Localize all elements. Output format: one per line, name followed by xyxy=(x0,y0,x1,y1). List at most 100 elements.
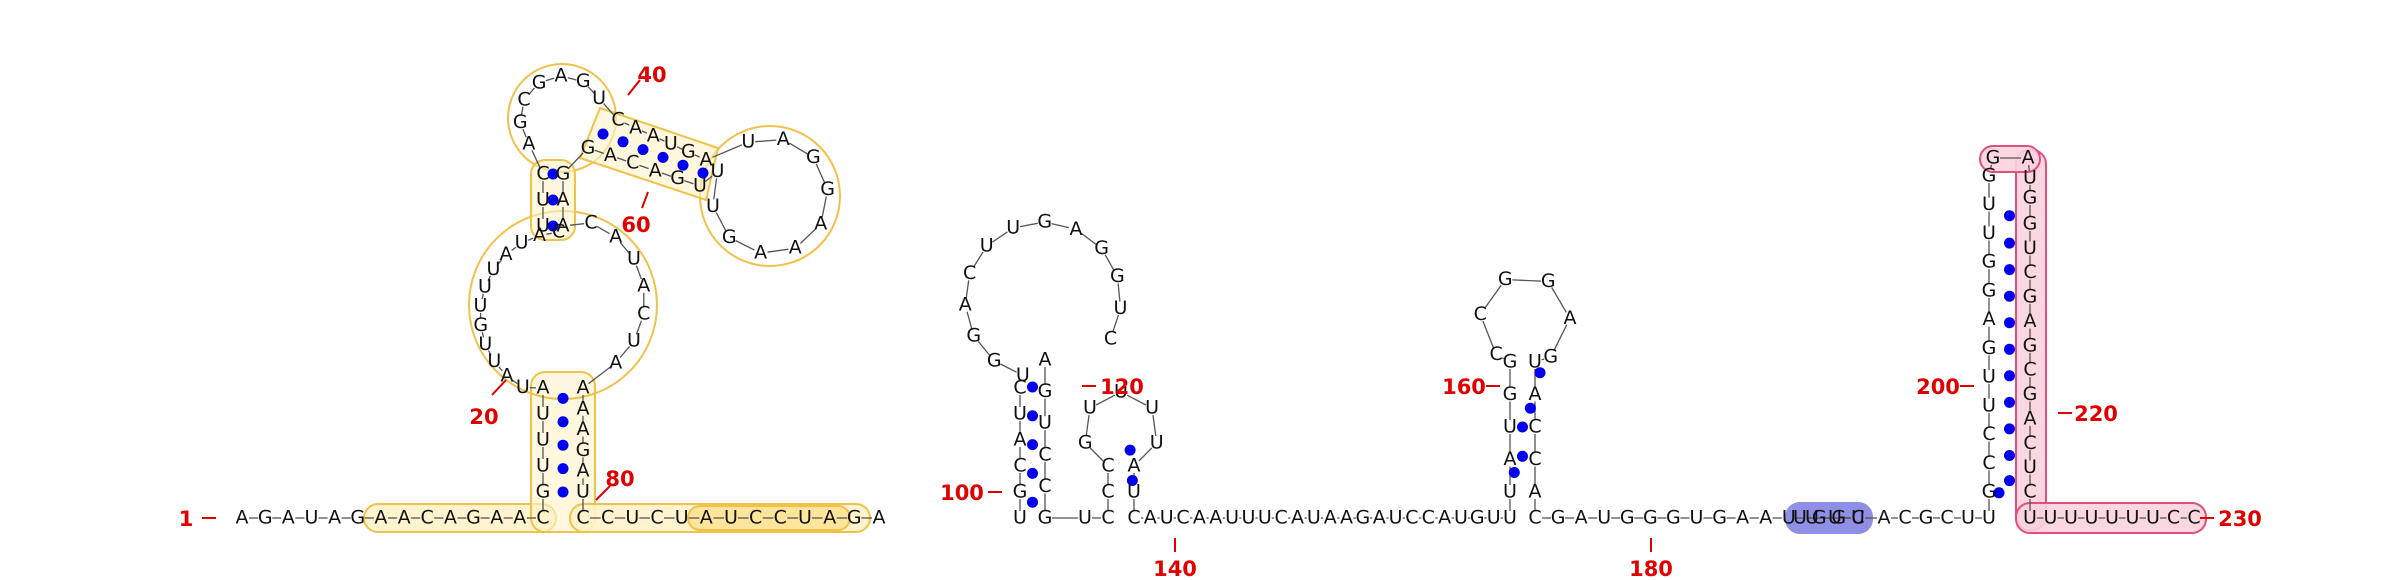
nucleotide-195: C xyxy=(1982,452,1995,474)
backbone-link xyxy=(1085,415,1090,437)
nucleotide-135: U xyxy=(1225,507,1239,529)
backbone-link xyxy=(735,239,755,251)
nucleotide-164: U xyxy=(1528,351,1542,373)
nucleotide-40: G xyxy=(576,70,591,92)
backbone-link xyxy=(1138,447,1153,462)
nucleotide-117: G xyxy=(1038,507,1053,529)
base-pair-dot xyxy=(547,220,559,232)
base-pairs xyxy=(547,128,2015,508)
nucleotide-50: G xyxy=(806,146,821,168)
nucleotide-17: U xyxy=(536,429,550,451)
nucleotide-184: U xyxy=(1793,507,1807,529)
nucleotide-4: U xyxy=(305,507,319,529)
nucleotide-156: G xyxy=(1503,383,1518,405)
nucleotide-85: A xyxy=(700,507,713,529)
nucleotide-161: G xyxy=(1541,270,1556,292)
nucleotide-51: G xyxy=(820,178,835,200)
nucleotide-52: A xyxy=(814,213,827,235)
backbone-link xyxy=(624,122,630,126)
backbone-link xyxy=(972,251,984,268)
backbone-link xyxy=(661,172,672,177)
base-pair-dot xyxy=(2004,396,2015,408)
nucleotide-187: U xyxy=(1851,507,1865,529)
base-pair-dot xyxy=(657,151,669,163)
nucleotide-180: U xyxy=(1782,507,1796,529)
nucleotide-147: C xyxy=(1422,507,1435,529)
nucleotide-2: G xyxy=(258,507,273,529)
nucleotide-64: G xyxy=(556,163,571,185)
base-pair-dot xyxy=(1124,444,1136,456)
nucleotide-75: A xyxy=(577,397,590,419)
backbone-link xyxy=(545,77,555,82)
base-pair-dot xyxy=(1027,381,1038,393)
nucleotide-188: A xyxy=(1878,507,1891,529)
nucleotide-162: A xyxy=(1564,307,1577,329)
nucleotide-16: U xyxy=(536,455,550,477)
nucleotide-95: C xyxy=(1013,455,1026,477)
nucleotide-209: G xyxy=(2023,187,2038,209)
nucleotide-128: U xyxy=(1127,481,1141,503)
position-label-220: 220 xyxy=(2074,402,2118,426)
position-label-160: 160 xyxy=(1442,375,1486,399)
nucleotide-206: G xyxy=(1986,147,2001,169)
backbone-link xyxy=(1553,324,1568,351)
backbone-link xyxy=(569,223,585,226)
nucleotide-54: A xyxy=(754,242,767,264)
base-pair-dot xyxy=(2004,370,2015,382)
nucleotide-44: A xyxy=(647,125,660,147)
backbone-link xyxy=(712,144,743,158)
nucleotide-58: U xyxy=(693,175,707,197)
nucleotide-83: C xyxy=(650,507,663,529)
nucleotide-168: A xyxy=(1529,481,1542,503)
nucleotide-224: U xyxy=(2064,507,2078,529)
nucleotide-121: C xyxy=(1101,455,1114,477)
nucleotide-87: C xyxy=(749,507,762,529)
backbone-link xyxy=(676,146,683,150)
backbone-link xyxy=(635,320,643,335)
backbone-link xyxy=(527,237,534,241)
backbone-link xyxy=(683,179,694,185)
backbone-link xyxy=(1051,222,1070,229)
nucleotide-202: G xyxy=(1982,251,1997,273)
nucleotide-93: U xyxy=(1013,507,1027,529)
base-pair-dot xyxy=(547,194,559,206)
nucleotide-84: U xyxy=(675,507,689,529)
nucleotide-1: A xyxy=(236,507,249,529)
backbone-link xyxy=(704,175,713,183)
nucleotide-24: G xyxy=(473,314,488,336)
base-pair-dot xyxy=(2004,450,2015,461)
nucleotide-196: C xyxy=(1982,423,1995,445)
backbone-link xyxy=(1000,363,1017,373)
nucleotide-221: C xyxy=(2023,481,2036,503)
nucleotide-12: A xyxy=(490,507,503,529)
backbone-link xyxy=(528,87,535,96)
base-pair-dot xyxy=(1524,402,1536,414)
nucleotide-38: G xyxy=(532,71,547,93)
nucleotide-226: U xyxy=(2105,507,2119,529)
nucleotide-177: G xyxy=(1712,507,1727,529)
backbone-link xyxy=(619,242,630,255)
backbone-link xyxy=(588,366,611,385)
nucleotide-204: U xyxy=(1982,193,1996,215)
base-pair-dot xyxy=(2004,237,2015,249)
nucleotide-136: U xyxy=(1241,507,1255,529)
base-pair-dot xyxy=(1993,487,2005,499)
nucleotide-22: U xyxy=(487,350,501,372)
nucleotide-26: U xyxy=(478,276,492,298)
nucleotide-9: C xyxy=(421,507,434,529)
backbone-link xyxy=(992,231,1008,243)
nucleotide-76: A xyxy=(577,418,590,440)
backbone-link xyxy=(596,225,610,235)
nucleotide-218: A xyxy=(2024,407,2037,429)
backbone-link xyxy=(755,139,777,143)
nucleotide-208: U xyxy=(2023,167,2037,189)
base-pair-dot xyxy=(697,167,709,179)
base-pair-dot xyxy=(1508,467,1520,478)
nucleotide-141: A xyxy=(1324,507,1337,529)
nucleotide-106: G xyxy=(1037,211,1052,233)
base-pair-dot xyxy=(1126,475,1138,486)
backbone-link xyxy=(487,350,492,356)
nucleotide-152: U xyxy=(1503,507,1517,529)
backbone-link xyxy=(567,152,584,170)
base-pair-dot xyxy=(1517,450,1528,462)
